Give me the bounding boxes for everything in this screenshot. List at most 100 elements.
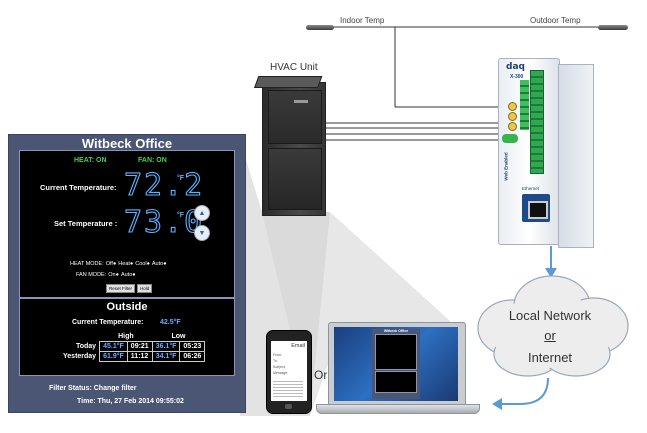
ethernet-label: Ethernet [522, 186, 540, 191]
time-value: Thu, 27 Feb 2014 09:55:02 [97, 398, 184, 405]
phone-home-button [285, 404, 292, 409]
heat-mode-off[interactable]: Off● [105, 261, 117, 267]
current-temp-digits: 72.2 [123, 168, 205, 203]
hvac-upper-panel [268, 90, 322, 144]
laptop-arrow [500, 377, 549, 405]
laptop-panel-display [375, 334, 417, 370]
hvac-unit-label: HVAC Unit [270, 62, 318, 73]
low-temp: 34.1°F [151, 351, 181, 362]
fan-mode-auto[interactable]: Auto● [120, 272, 136, 278]
hvac-logo-badge [294, 100, 308, 103]
network-label-1: Local Network [508, 308, 592, 323]
table-row: Today 45.1°F 09:21 36.1°F 05:23 [60, 341, 206, 352]
high-time: 11:12 [126, 351, 153, 362]
radio-icon: ● [146, 261, 150, 267]
row-day: Today [75, 343, 97, 350]
low-temp: 36.1°F [151, 341, 181, 352]
temp-up-button[interactable]: ▲ [194, 205, 210, 221]
radio-icon: ● [132, 272, 136, 278]
temp-down-button[interactable]: ▼ [194, 225, 210, 241]
current-temp-label: Current Temperature: [40, 183, 117, 192]
outside-display: Outside Current Temperature: 42.5°F High… [19, 298, 235, 376]
heat-status: HEAT: ON [74, 157, 107, 164]
filter-status: Filter Status: Change filter [49, 385, 137, 392]
phone-message-lines [273, 379, 303, 397]
smartphone: Email From: To: Subject: Message: [266, 330, 312, 414]
set-temp-digits: 73.0 [123, 205, 205, 240]
table-header-row: High Low [60, 332, 205, 342]
row-day: Yesterday [63, 353, 97, 360]
or-label: Or [314, 368, 328, 382]
outdoor-temp-sensor [598, 25, 628, 30]
controller-model: X-300 [510, 74, 524, 80]
reset-filter-button[interactable]: Reset Filter [106, 284, 136, 293]
col-high: High [118, 333, 134, 340]
phone-field-message: Message: [273, 371, 289, 375]
heat-mode-heat[interactable]: Heat● [118, 261, 134, 267]
network-label-2: or [544, 328, 556, 343]
outside-current-value: 42.5°F [160, 319, 181, 326]
time-label: Time: [77, 398, 96, 405]
phone-screen: Email From: To: Subject: Message: [271, 341, 307, 401]
phone-field-from: From: [273, 353, 283, 357]
network-arrow-head [545, 268, 557, 278]
filter-status-label: Filter Status: [49, 385, 92, 392]
indoor-temp-sensor [306, 25, 334, 30]
set-temp-label: Set Temperature : [54, 219, 118, 228]
high-time: 09:21 [126, 341, 153, 352]
terminal-block-left [520, 80, 529, 130]
outside-table: High Low Today 45.1°F 09:21 36.1°F 05:23… [60, 332, 206, 362]
table-header-empty [60, 332, 100, 342]
high-temp: 61.9°F [99, 351, 128, 362]
laptop-panel-outside [375, 371, 417, 393]
high-temp: 45.1°F [99, 341, 128, 352]
status-led-2 [508, 112, 517, 121]
thermostat-display: HEAT: ON FAN: ON Current Temperature: 72… [19, 150, 235, 298]
col-low: Low [171, 333, 186, 340]
time-row: Time: Thu, 27 Feb 2014 09:55:02 [77, 398, 184, 405]
fan-mode-row: FAN MODE: On● Auto● [76, 272, 136, 278]
laptop-panel-mini: Witbeck Office [372, 329, 420, 399]
ethernet-port [522, 194, 550, 222]
radio-icon: ● [115, 272, 119, 278]
heat-mode-label: HEAT MODE: [70, 261, 104, 267]
power-indicator [502, 134, 518, 143]
laptop-panel-title: Witbeck Office [383, 329, 409, 333]
heat-mode-row: HEAT MODE: Off● Heat● Cool● Auto● [70, 261, 167, 267]
status-led-3 [508, 122, 517, 131]
phone-field-to: To: [273, 359, 278, 363]
panel-title: Witbeck Office [81, 136, 173, 151]
network-cloud [477, 275, 629, 377]
laptop-base [316, 404, 480, 414]
fan-mode-label: FAN MODE: [76, 272, 107, 278]
terminal-block [530, 70, 544, 174]
laptop-arrow-head [492, 398, 502, 410]
table-row: Yesterday 61.9°F 11:12 34.1°F 06:26 [60, 351, 206, 362]
current-temp-unit: °F [177, 175, 185, 182]
heat-mode-auto[interactable]: Auto● [151, 261, 167, 267]
fan-mode-on[interactable]: On● [108, 272, 119, 278]
radio-icon: ● [163, 261, 167, 267]
radio-icon: ● [129, 261, 134, 267]
outside-current-label: Current Temperature: [72, 319, 144, 326]
indoor-temp-label: Indoor Temp [340, 16, 385, 25]
laptop: Witbeck Office [316, 322, 480, 418]
outdoor-temp-label: Outdoor Temp [530, 16, 581, 25]
phone-field-subject: Subject: [273, 365, 286, 369]
status-led-1 [508, 102, 517, 111]
hold-button[interactable]: Hold [137, 284, 153, 293]
thermostat-control-panel: Witbeck Office HEAT: ON FAN: ON Current … [8, 134, 246, 413]
hvac-unit [254, 76, 326, 216]
outside-title: Outside [106, 301, 148, 313]
laptop-screen: Witbeck Office [334, 327, 458, 401]
low-time: 06:26 [179, 351, 206, 362]
heat-mode-cool[interactable]: Cool● [135, 261, 150, 267]
controller-side [558, 64, 594, 248]
filter-status-value: Change filter [93, 385, 137, 392]
set-temp-unit: °F [177, 212, 185, 219]
fan-status: FAN: ON [138, 157, 167, 164]
network-label-3: Internet [527, 350, 573, 365]
web-enabled-label: Web Enabled [503, 152, 509, 181]
panel-buttons: Reset Filter Hold [106, 284, 153, 293]
controller-brand: daq [506, 62, 525, 72]
